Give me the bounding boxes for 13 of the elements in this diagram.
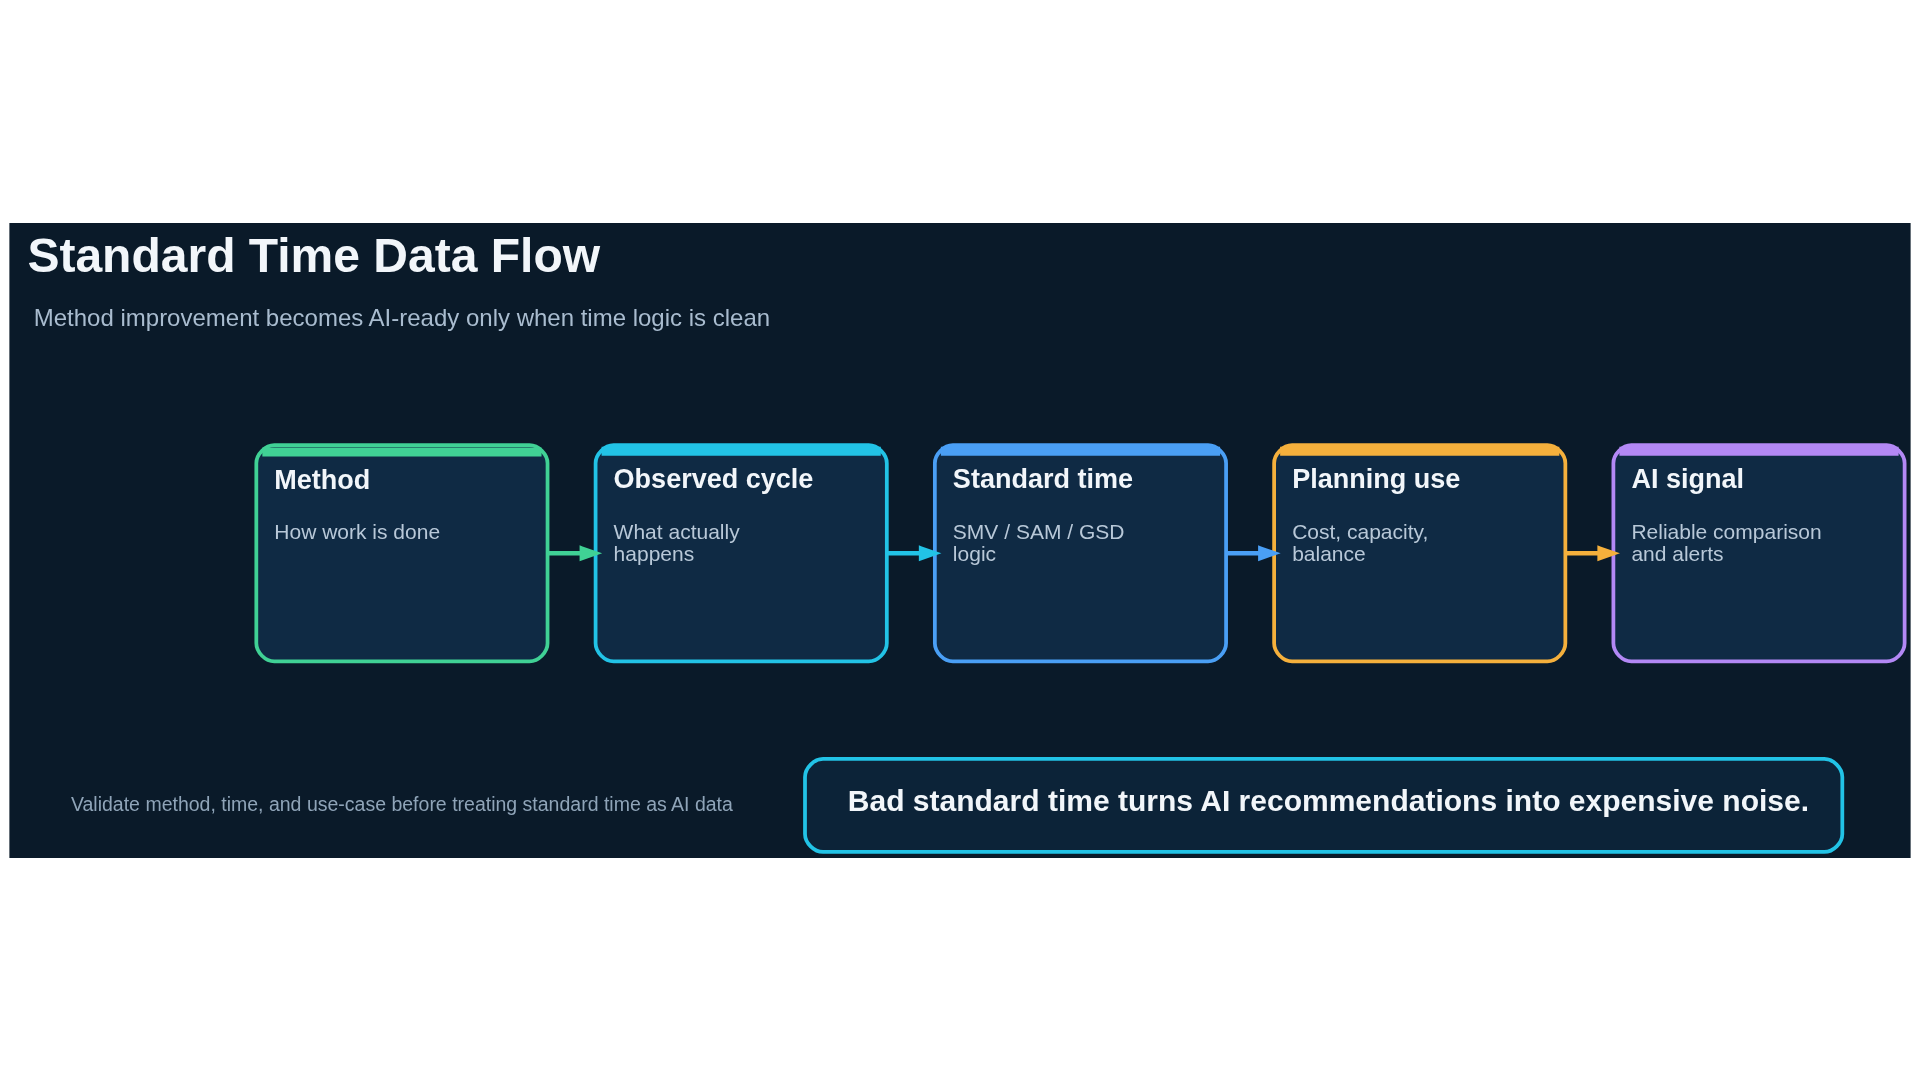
arrow — [1226, 544, 1281, 561]
node-box: Bad standard time turns AI recommendations into expensive noise. — [803, 756, 1845, 854]
node-box: Standard time SMV / SAM / GSD logic — [933, 442, 1228, 663]
node-box: Method How work is done — [254, 442, 550, 663]
diagram-title: Standard Time Data Flow — [27, 228, 601, 282]
node-box: AI signal Reliable comparison and alerts — [1611, 442, 1907, 663]
label: Validate method, time, and use-case before treating standard time as AI data — [70, 792, 733, 815]
node-box: Observed cycle What actually happens — [593, 442, 889, 663]
arrow — [887, 544, 942, 561]
arrow — [1565, 544, 1620, 561]
arrow — [547, 544, 603, 561]
node-box: Planning use Cost, capacity, balance — [1272, 442, 1568, 663]
label: Method improvement becomes AI-ready only when time logic is clean — [33, 303, 771, 331]
